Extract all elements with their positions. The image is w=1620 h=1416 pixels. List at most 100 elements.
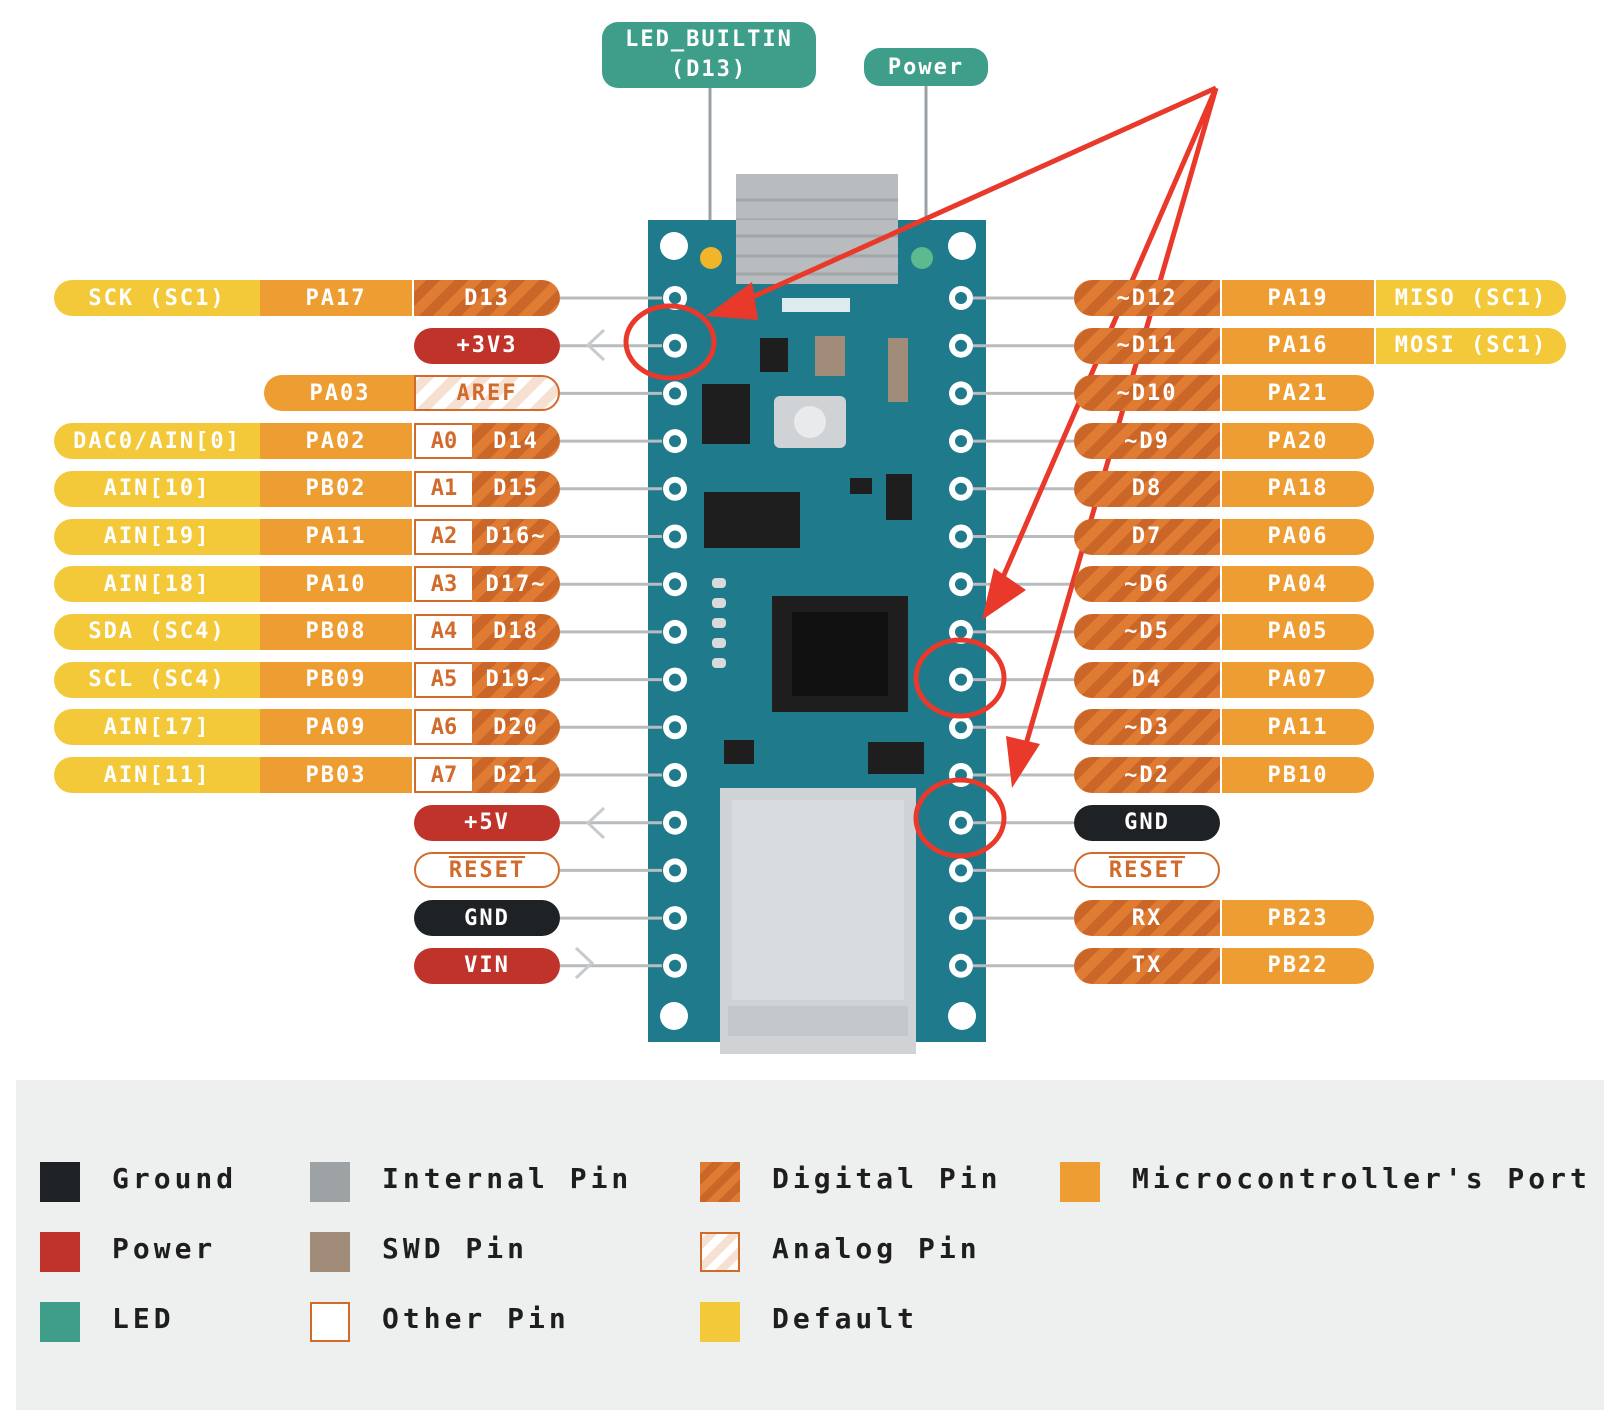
right-default-label: MOSI (SC1): [1376, 327, 1566, 364]
right-pin-hole: [955, 482, 967, 495]
right-port-label: PB23: [1222, 900, 1374, 937]
right-port-label: PA05: [1222, 613, 1374, 650]
left-default-label: AIN[10]: [54, 470, 260, 507]
legend-swatch-internal: [310, 1162, 350, 1202]
digital-pin-label: D21: [472, 757, 560, 793]
left-pin-hole: [669, 816, 681, 829]
legend-label-port: Microcontroller's Port: [1132, 1162, 1591, 1195]
left-pin-hole: [669, 721, 681, 734]
legend-label-ground: Ground: [112, 1162, 238, 1195]
left-pin-hole: [669, 292, 681, 304]
right-pin-label: ~D2: [1074, 757, 1220, 793]
analog-pin-label: A0: [414, 423, 472, 460]
right-pin-hole: [955, 673, 967, 686]
digital-pin-label: D14: [472, 423, 560, 460]
power-led-label: Power: [864, 48, 988, 86]
right-pin-hole: [955, 530, 967, 543]
left-port-label: PA02: [260, 423, 412, 460]
red-arrowheads: [706, 282, 1040, 788]
left-default-label: SCK (SC1): [54, 280, 260, 316]
analog-pin-label: A2: [414, 518, 472, 555]
right-default-label: MISO (SC1): [1376, 280, 1566, 316]
right-port-label: PA06: [1222, 518, 1374, 555]
legend-swatch-port: [1060, 1162, 1100, 1202]
left-pin-hole: [669, 912, 681, 925]
right-port-label: PB22: [1222, 947, 1374, 984]
legend-swatch-led: [40, 1302, 80, 1342]
right-port-label: PA16: [1222, 327, 1374, 364]
left-port-label: PB02: [260, 470, 412, 507]
right-pin-label: TX: [1074, 947, 1220, 984]
left-pin-hole: [669, 673, 681, 686]
left-pin-hole: [669, 435, 681, 448]
analog-pin-label: A7: [414, 757, 472, 793]
right-port-label: PA04: [1222, 566, 1374, 603]
left-pin-hole: [669, 864, 681, 877]
legend-label-analog: Analog Pin: [772, 1232, 981, 1265]
right-pin-label: RESET: [1074, 852, 1220, 889]
power-led: [911, 247, 933, 269]
right-pin-label: ~D11: [1074, 327, 1220, 364]
right-pin-label: ~D9: [1074, 423, 1220, 460]
legend-label-internal: Internal Pin: [382, 1162, 633, 1195]
left-default-label: AIN[18]: [54, 566, 260, 603]
left-default-label: SCL (SC4): [54, 661, 260, 698]
led-builtin-text: LED_BUILTIN: [625, 27, 793, 52]
analog-pin-label: A1: [414, 470, 472, 507]
legend-swatch-ground: [40, 1162, 80, 1202]
mount-hole: [948, 232, 976, 260]
left-port-label: PB09: [260, 661, 412, 698]
legend-label-power: Power: [112, 1232, 217, 1265]
left-pin-label: AREF: [414, 375, 560, 412]
left-port-label: PA11: [260, 518, 412, 555]
left-pin-label: +5V: [414, 804, 560, 841]
left-pin-hole: [669, 769, 681, 781]
digital-pin-label: D18: [472, 613, 560, 650]
right-pin-label: D4: [1074, 661, 1220, 698]
right-pin-hole: [955, 292, 967, 304]
left-default-label: AIN[11]: [54, 757, 260, 793]
led-builtin-label: LED_BUILTIN (D13): [602, 22, 816, 88]
right-pin-hole: [955, 387, 967, 400]
right-pin-hole: [955, 339, 967, 352]
left-default-label: DAC0/AIN[0]: [54, 423, 260, 460]
right-pin-label: D7: [1074, 518, 1220, 555]
left-port-label: PA10: [260, 566, 412, 603]
legend-swatch-analog: [700, 1232, 740, 1272]
left-pin-label: +3V3: [414, 327, 560, 364]
legend-swatch-swd: [310, 1232, 350, 1272]
builtin-led: [700, 247, 722, 269]
left-default-label: AIN[19]: [54, 518, 260, 555]
left-pin-label: VIN: [414, 947, 560, 984]
right-pin-label: ~D10: [1074, 375, 1220, 412]
right-pin-label: ~D5: [1074, 613, 1220, 650]
mount-hole: [660, 232, 688, 260]
right-pin-label: GND: [1074, 804, 1220, 841]
left-port-label: PA09: [260, 709, 412, 746]
digital-pin-label: D19~: [472, 661, 560, 698]
left-port-label: PA17: [260, 280, 412, 316]
right-port-label: PA07: [1222, 661, 1374, 698]
left-default-label: AIN[17]: [54, 709, 260, 746]
right-port-label: PA21: [1222, 375, 1374, 412]
legend-swatch-other: [310, 1302, 350, 1342]
mount-hole: [948, 1002, 976, 1030]
left-port-label: PB03: [260, 757, 412, 793]
legend-label-other: Other Pin: [382, 1302, 570, 1335]
right-port-label: PA19: [1222, 280, 1374, 316]
left-pin-hole: [669, 530, 681, 543]
legend-label-swd: SWD Pin: [382, 1232, 529, 1265]
legend-label-digital: Digital Pin: [772, 1162, 1002, 1195]
left-port-label: PB08: [260, 613, 412, 650]
digital-pin-label: D15: [472, 470, 560, 507]
left-pin-label: D13: [414, 280, 560, 316]
right-pin-label: ~D6: [1074, 566, 1220, 603]
left-pin-hole: [669, 482, 681, 495]
left-pin-hole: [669, 387, 681, 400]
